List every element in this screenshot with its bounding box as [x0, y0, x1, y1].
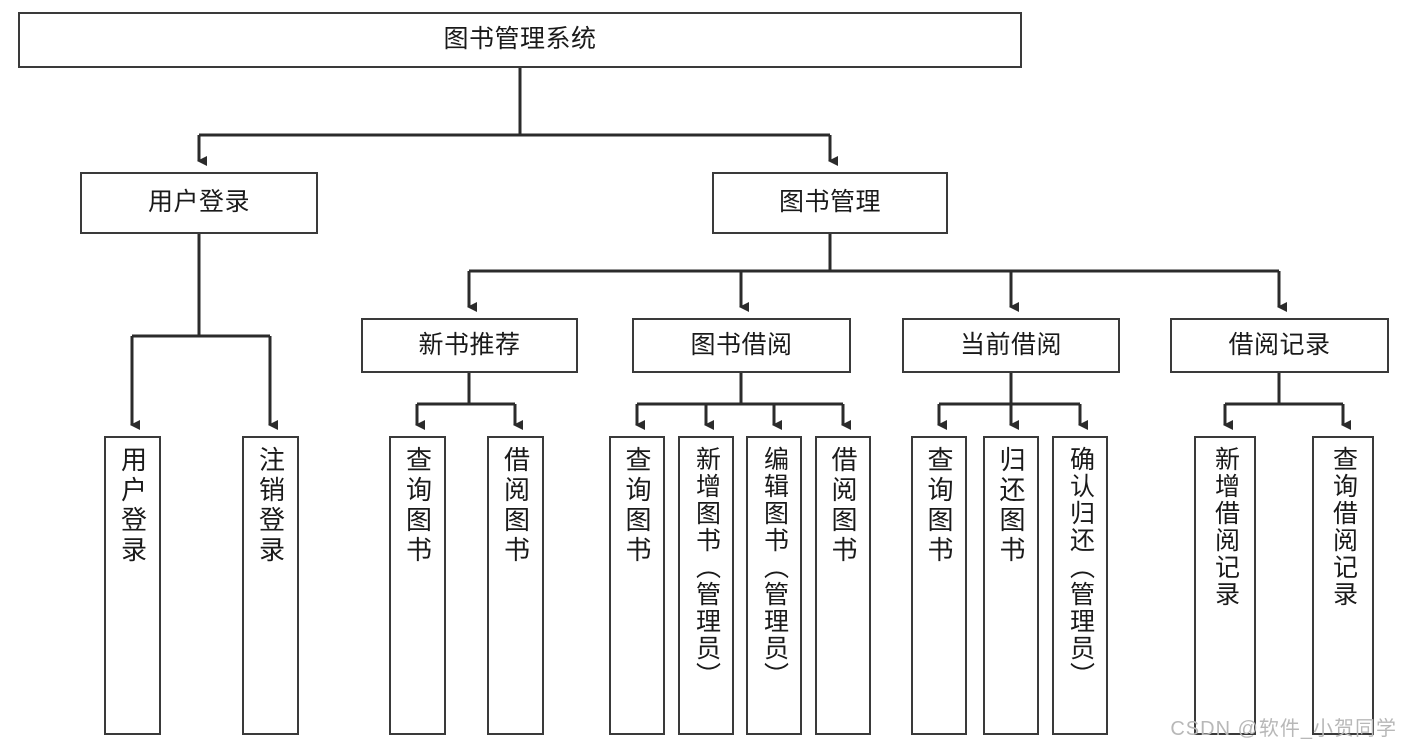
node-book-manage[interactable]: 图书管理	[712, 172, 948, 234]
node-root[interactable]: 图书管理系统	[18, 12, 1022, 68]
leaf-label: 查询图书	[402, 446, 433, 566]
node-book-borrow[interactable]: 图书借阅	[632, 318, 851, 373]
leaf-return-book[interactable]: 归还图书	[983, 436, 1039, 735]
leaf-query-book-1[interactable]: 查询图书	[389, 436, 446, 735]
leaf-label: 新增借阅记录	[1211, 446, 1240, 608]
leaf-label: 确认归还（管理员）	[1066, 446, 1095, 689]
leaf-label: 借阅图书	[500, 446, 531, 566]
leaf-borrow-book-1[interactable]: 借阅图书	[487, 436, 544, 735]
leaf-label: 查询图书	[622, 446, 652, 566]
node-user-login[interactable]: 用户登录	[80, 172, 318, 234]
leaf-label: 注销登录	[255, 446, 286, 566]
leaf-add-book-admin[interactable]: 新增图书（管理员）	[678, 436, 734, 735]
leaf-label: 新增图书（管理员）	[692, 446, 721, 689]
leaf-query-book-2[interactable]: 查询图书	[609, 436, 665, 735]
leaf-label: 借阅图书	[828, 446, 858, 566]
leaf-user-logout[interactable]: 注销登录	[242, 436, 299, 735]
watermark: CSDN @软件_小贺同学	[1170, 718, 1397, 740]
leaf-label: 编辑图书（管理员）	[760, 446, 789, 689]
node-current-borrow[interactable]: 当前借阅	[902, 318, 1120, 373]
leaf-confirm-return-admin[interactable]: 确认归还（管理员）	[1052, 436, 1108, 735]
leaf-label: 查询借阅记录	[1329, 446, 1358, 608]
node-new-book-recommendation[interactable]: 新书推荐	[361, 318, 578, 373]
leaf-label: 归还图书	[996, 446, 1026, 566]
leaf-user-login[interactable]: 用户登录	[104, 436, 161, 735]
leaf-edit-book-admin[interactable]: 编辑图书（管理员）	[746, 436, 802, 735]
leaf-query-borrow-record[interactable]: 查询借阅记录	[1312, 436, 1374, 735]
node-borrow-record[interactable]: 借阅记录	[1170, 318, 1389, 373]
leaf-add-borrow-record[interactable]: 新增借阅记录	[1194, 436, 1256, 735]
leaf-label: 用户登录	[117, 446, 148, 566]
leaf-query-book-3[interactable]: 查询图书	[911, 436, 967, 735]
leaf-borrow-book-2[interactable]: 借阅图书	[815, 436, 871, 735]
leaf-label: 查询图书	[924, 446, 954, 566]
